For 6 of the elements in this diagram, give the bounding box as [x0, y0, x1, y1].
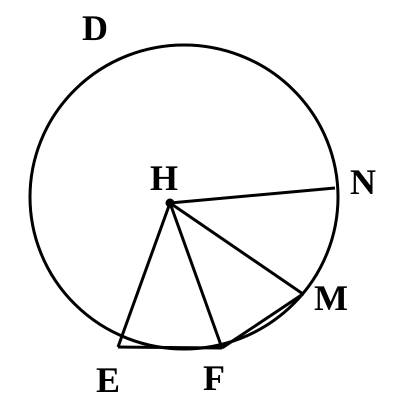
point-label: H — [150, 160, 178, 196]
point-label: N — [350, 164, 376, 200]
point-label: D — [82, 10, 108, 46]
point-label: E — [96, 362, 120, 398]
point-label: M — [314, 280, 348, 316]
point-label: F — [203, 360, 225, 396]
